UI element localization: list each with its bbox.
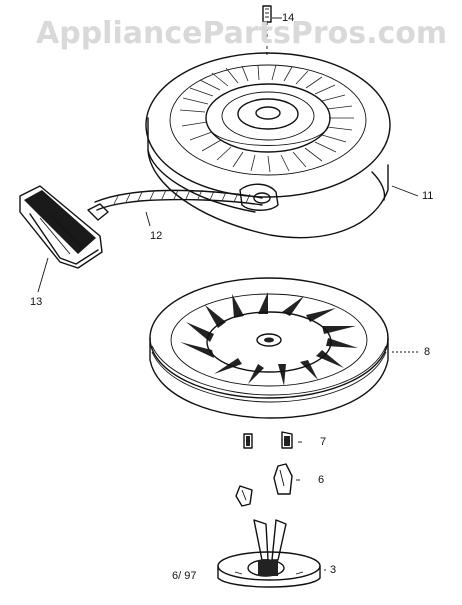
part-12-rope: [94, 189, 263, 211]
callout-14: 14: [282, 12, 295, 24]
diagram-code: 6/ 97: [172, 570, 197, 582]
part-7-springs: [243, 431, 302, 449]
part-14-screw: [262, 5, 282, 56]
callout-8: 8: [424, 346, 431, 358]
part-11-starter-housing: [145, 52, 391, 239]
part-13-handle: [19, 185, 109, 269]
housing-ribs: [179, 64, 354, 173]
pulley-vanes: [180, 292, 358, 386]
part-8-pulley: [149, 277, 389, 419]
callout-3: 3: [330, 564, 337, 576]
part-3-retainer: [217, 519, 321, 588]
callout-7: 7: [320, 436, 327, 448]
callout-11: 11: [422, 190, 434, 202]
callout-12: 12: [150, 230, 163, 242]
callout-6: 6: [318, 474, 325, 486]
watermark-text: AppliancePartsPros.com: [36, 16, 448, 51]
callout-13: 13: [30, 296, 43, 308]
part-6-pawls: [235, 463, 300, 507]
